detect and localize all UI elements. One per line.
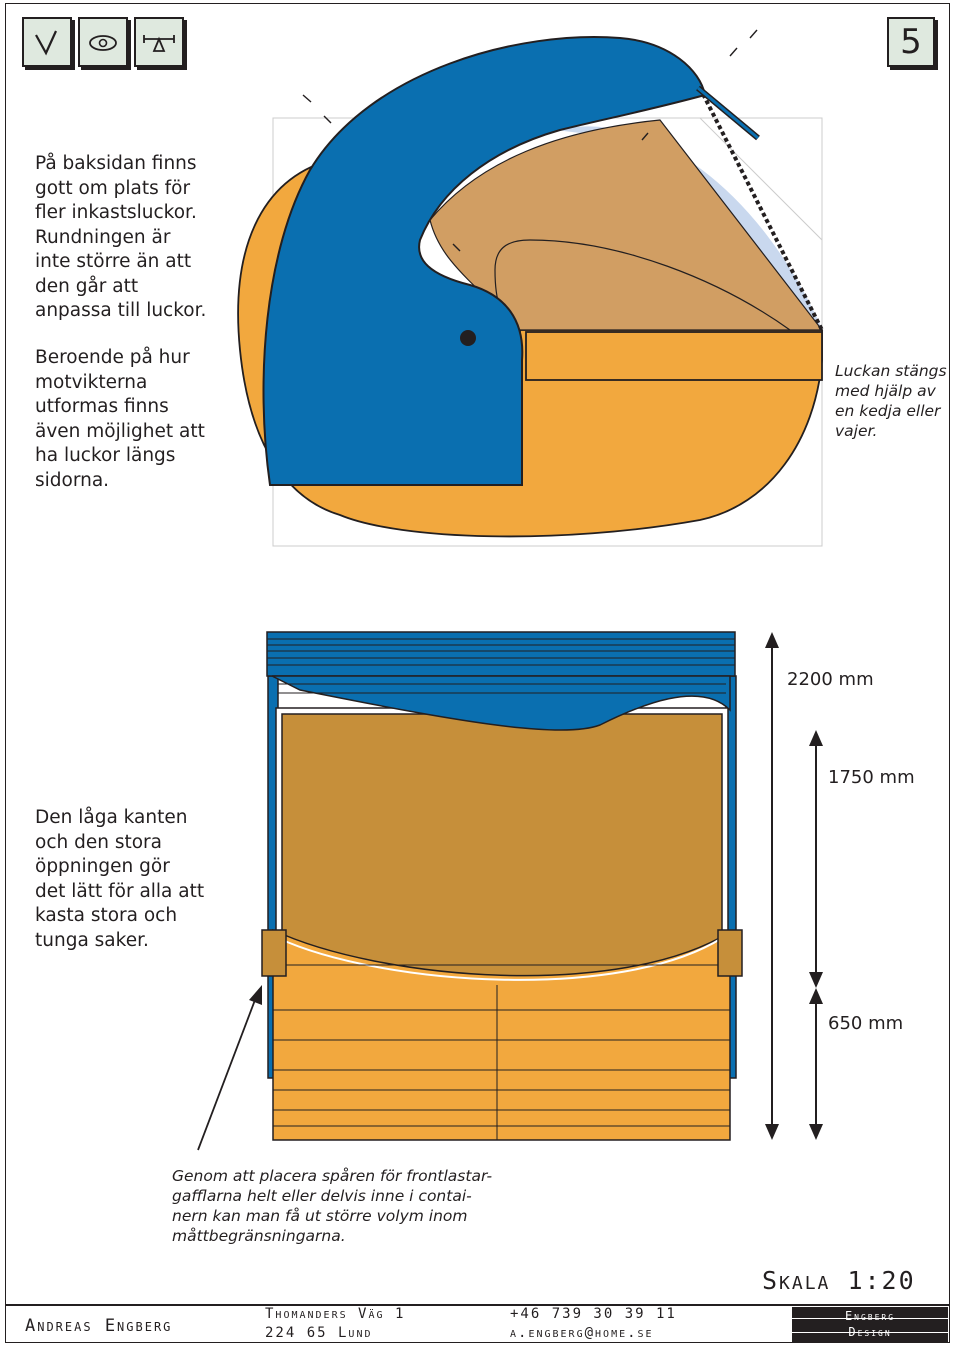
- balance-icon: [134, 17, 184, 67]
- phone-number: +46 739 30 39 11: [510, 1306, 677, 1322]
- city-address: 224 65 Lund: [265, 1325, 373, 1341]
- right-hinge: [717, 929, 743, 977]
- upper-height-label: 1750 mm: [828, 767, 915, 788]
- dimension-1750: [809, 730, 823, 988]
- dimension-650: [809, 988, 823, 1140]
- lid-curve: [271, 675, 731, 731]
- brand-logo: Engberg Design: [792, 1307, 948, 1343]
- page-number: 5: [900, 22, 922, 62]
- rail-note: Genom att placera spåren för frontlastar…: [172, 1167, 493, 1245]
- street-address: Thomanders Väg 1: [265, 1306, 406, 1322]
- chain: [698, 87, 824, 331]
- eye-icon: [78, 17, 128, 67]
- footer-rule: [5, 1304, 950, 1306]
- check-icon: [22, 17, 72, 67]
- lid-rim: [525, 331, 823, 381]
- pivot-point: [460, 330, 476, 346]
- page-frame: [5, 3, 950, 1343]
- author-name: Andreas Engberg: [25, 1316, 173, 1336]
- lower-height-label: 650 mm: [828, 1013, 904, 1034]
- opening: [281, 713, 723, 977]
- total-height-label: 2200 mm: [787, 669, 874, 690]
- brand-line-1: Engberg: [844, 1309, 896, 1323]
- rail-pointer: [197, 985, 262, 1151]
- left-hinge: [261, 929, 287, 977]
- email-address: a.engberg@home.se: [510, 1325, 654, 1341]
- brand-line-2: Design: [848, 1325, 892, 1339]
- dimension-2200: [765, 632, 779, 1140]
- scale-label: Skala 1:20: [762, 1266, 916, 1295]
- page-number-badge: 5: [887, 17, 935, 67]
